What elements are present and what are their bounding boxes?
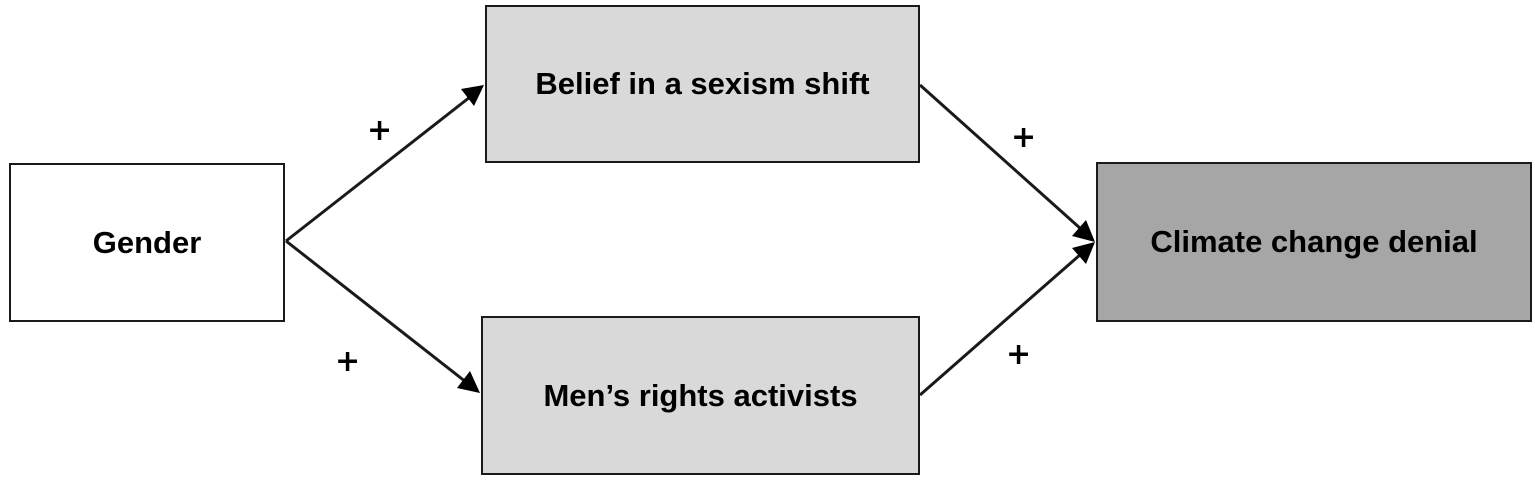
sign-mra-to-climate: + [1006, 337, 1032, 372]
node-belief-label: Belief in a sexism shift [535, 66, 870, 101]
node-gender-label: Gender [92, 224, 202, 260]
arrow-gender-to-belief [285, 85, 484, 243]
node-climate-change-denial: Climate change denial [1096, 162, 1532, 322]
node-climate-label: Climate change denial [1150, 224, 1478, 259]
arrow-gender-to-mra [285, 239, 480, 393]
sign-belief-to-climate: + [1011, 120, 1037, 155]
arrow-belief-to-climate [919, 83, 1095, 242]
sign-gender-to-mra: + [335, 344, 361, 379]
node-mra-label: Men’s rights activists [543, 377, 858, 413]
node-belief-in-sexism-shift: Belief in a sexism shift [485, 5, 920, 163]
node-gender: Gender [9, 163, 285, 322]
node-mens-rights-activists: Men’s rights activists [481, 316, 920, 475]
sign-gender-to-belief: + [367, 113, 393, 148]
arrow-mra-to-climate [919, 242, 1095, 397]
